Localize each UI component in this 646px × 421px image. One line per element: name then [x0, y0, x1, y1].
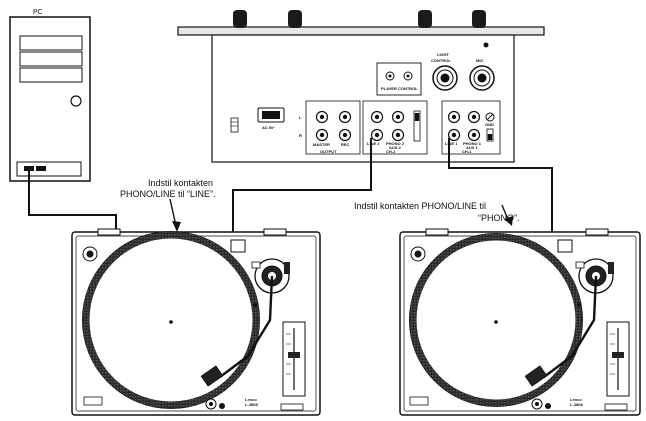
phono-line-switch-ch2-icon: [413, 110, 421, 142]
turntable-right: Lenco L-3808: [399, 228, 641, 416]
rca-jacks-output: [315, 110, 352, 142]
usb-panel: [16, 161, 82, 177]
pc-label: PC: [33, 9, 43, 16]
tonearm-icon: [543, 275, 598, 378]
annotation-left-line-2: PHONO/LINE til “LINE”.: [120, 189, 216, 199]
usb-port-icon: [36, 166, 46, 171]
pc-tower: PC: [9, 9, 91, 182]
light-control-label: CONTROL: [431, 58, 451, 63]
channel-r-label: R: [299, 133, 302, 138]
drive-bay-2: [19, 51, 83, 67]
cartridge-icon: [200, 365, 224, 387]
master-label: MASTER: [313, 142, 330, 147]
player-control-label: PLAYER CONTROL: [381, 86, 418, 91]
power-switch-icon: [230, 117, 239, 133]
usb-port-icon: [24, 166, 34, 171]
ch1-label: CH-1: [462, 149, 472, 154]
output-group: [305, 100, 361, 155]
button-icon: [83, 396, 103, 406]
spindle-icon: [169, 320, 173, 324]
line1-label: LINE 1: [445, 141, 458, 146]
rca-jacks-ch1: [447, 110, 481, 142]
ground-screw-icon: [485, 112, 495, 122]
ch1-group: [441, 100, 501, 155]
phono-line-switch-ch1-icon: [486, 128, 494, 142]
annotation-right-line-2: “PHONO”.: [478, 213, 520, 223]
drive-bay-3: [19, 67, 83, 83]
cables: [28, 138, 553, 232]
knob-icon: [288, 10, 302, 28]
power-button-icon: [70, 95, 82, 107]
line2-label: LINE 2: [367, 141, 380, 146]
turntable-left-brand: Lenco: [245, 397, 257, 402]
button-icon: [409, 396, 429, 406]
channel-l-label: L: [299, 115, 302, 120]
annotation-right: Indstil kontakten PHONO/LINE til “PHONO”…: [354, 201, 520, 226]
mixer: AC IN~ PLAYER CONTROL LIGHT CONTROL MIC …: [177, 10, 545, 163]
aux1-label: AUX 1: [466, 145, 479, 150]
tonearm-icon: [219, 275, 274, 378]
turntable-right-model: L-3808: [570, 402, 583, 407]
light-control-label: LIGHT: [437, 52, 450, 57]
screw-icon: [483, 42, 489, 48]
aux2-label: AUX 2: [389, 145, 402, 150]
phono2-label: PHONO 2: [386, 141, 405, 146]
turntable-right-brand: Lenco: [570, 397, 582, 402]
output-label: OUTPUT: [320, 149, 337, 154]
spindle-icon: [494, 320, 498, 324]
drive-bay-1: [19, 35, 83, 51]
phono1-label: PHONO 1: [463, 141, 482, 146]
knob-icon: [472, 10, 486, 28]
cartridge-icon: [524, 365, 548, 387]
annotation-right-line-1: Indstil kontakten PHONO/LINE til: [354, 201, 486, 211]
turntable-left-model: L-3808: [245, 402, 258, 407]
cable-ch2-to-left-turntable: [232, 138, 372, 232]
annotation-left: Indstil kontakten PHONO/LINE til “LINE”.: [120, 178, 216, 232]
ch2-label: CH-2: [386, 149, 396, 154]
rec-label: REC: [341, 142, 350, 147]
gnd-label: GND: [485, 122, 494, 127]
knob-icon: [418, 10, 432, 28]
mic-label: MIC: [476, 58, 483, 63]
annotation-left-line-1: Indstil kontakten: [148, 178, 213, 188]
player-control-block: [376, 62, 422, 96]
cable-ch1-to-right-turntable: [448, 138, 553, 232]
turntable-left: Lenco L-3808: [71, 228, 321, 416]
ac-in-label: AC IN~: [262, 125, 276, 130]
knob-icon: [233, 10, 247, 28]
cable-pc-to-left-turntable: [28, 171, 117, 232]
rca-jacks-ch2: [370, 110, 405, 142]
